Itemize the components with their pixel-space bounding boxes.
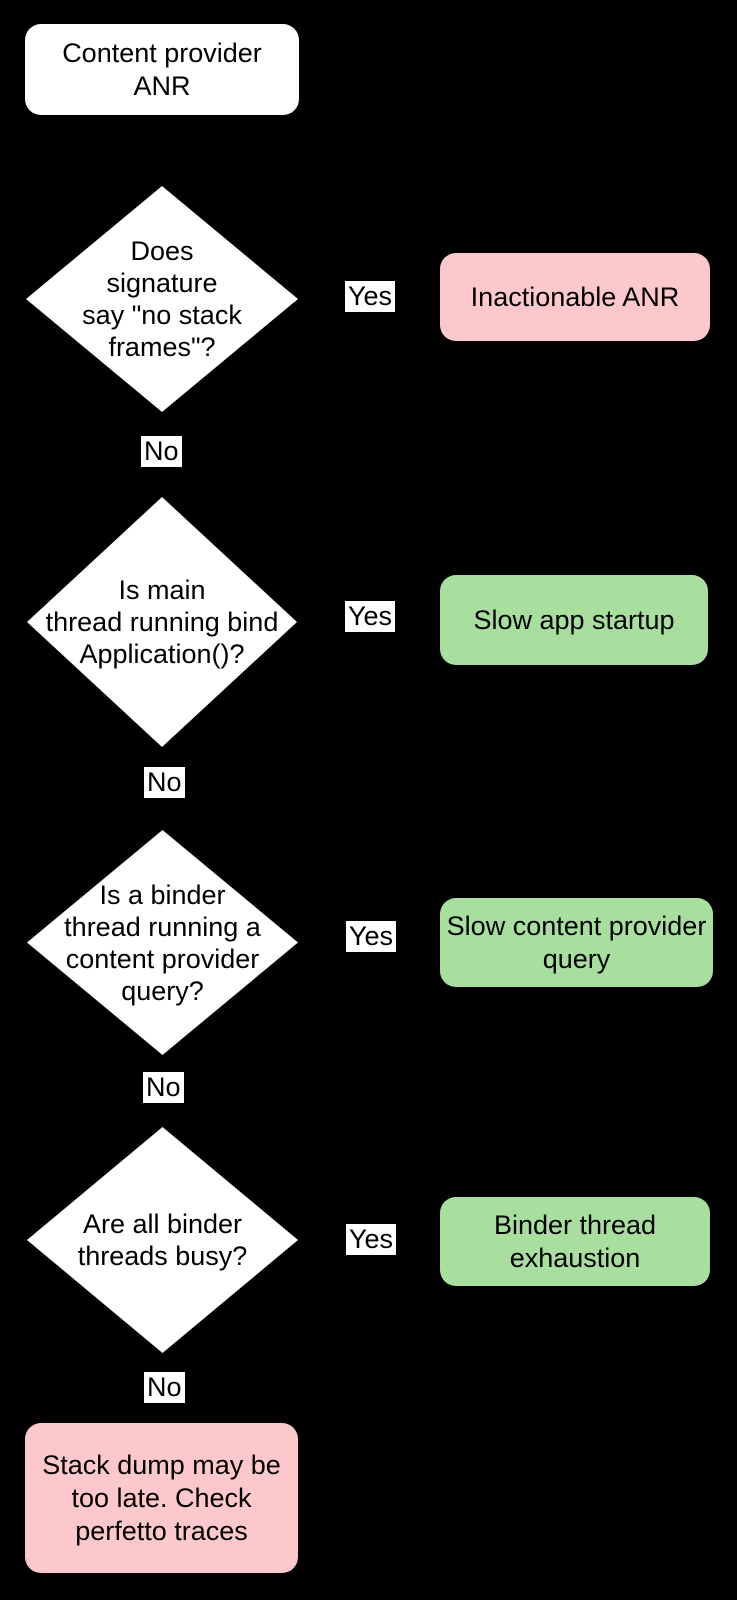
edge-label-yes-1: Yes <box>345 281 396 312</box>
decision-label: Is a binder thread running a content pro… <box>64 879 261 1006</box>
decision-label: Is main thread running bind Application(… <box>45 575 279 669</box>
decision-label: Does signature say "no stack frames"? <box>82 236 242 362</box>
end-node-stack-dump-too-late: Stack dump may be too late. Check perfet… <box>25 1423 298 1573</box>
edge-label-yes-2: Yes <box>345 601 396 632</box>
decision-label: Are all binder threads busy? <box>77 1209 248 1271</box>
result-binder-thread-exhaustion: Binder thread exhaustion <box>440 1197 710 1286</box>
edge-label-no-2: No <box>144 767 185 798</box>
result-inactionable-anr: Inactionable ANR <box>440 253 710 341</box>
edge-label-yes-3: Yes <box>346 921 397 952</box>
decision-main-thread-bindapplication: Is main thread running bind Application(… <box>27 497 297 747</box>
decision-all-binder-threads-busy: Are all binder threads busy? <box>27 1127 298 1353</box>
edge-label-yes-4: Yes <box>346 1224 397 1255</box>
decision-no-stack-frames: Does signature say "no stack frames"? <box>26 186 298 412</box>
result-slow-app-startup: Slow app startup <box>440 575 708 665</box>
start-node: Content provider ANR <box>25 24 299 115</box>
decision-binder-thread-query: Is a binder thread running a content pro… <box>27 830 298 1055</box>
result-slow-content-provider-query: Slow content provider query <box>440 898 713 987</box>
edge-label-no-3: No <box>143 1072 184 1103</box>
edge-label-no-4: No <box>144 1372 185 1403</box>
edge-label-no-1: No <box>141 436 182 467</box>
